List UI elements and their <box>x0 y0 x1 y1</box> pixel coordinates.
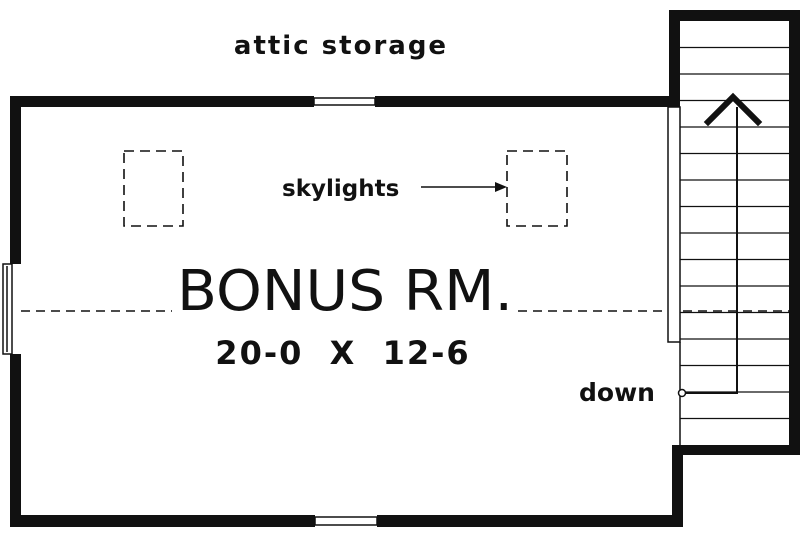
bottom-wall-right <box>377 515 683 527</box>
stair-wall-left <box>669 10 680 107</box>
bottom-wall-left <box>10 515 315 527</box>
window-left <box>2 263 13 355</box>
stair-start-dot <box>677 388 687 398</box>
room-name: BONUS RM. <box>177 259 513 324</box>
left-wall-lower <box>10 354 21 527</box>
window-top <box>313 97 376 106</box>
skylights-leader <box>421 182 507 192</box>
exterior-walls <box>10 10 800 527</box>
stair-down-label: down <box>579 378 655 407</box>
skylights <box>123 150 568 227</box>
skylight-left <box>123 150 184 227</box>
windows <box>2 97 378 526</box>
left-wall-upper <box>10 96 21 264</box>
arrow-path <box>686 107 738 394</box>
skylight-right <box>506 150 568 227</box>
stair-wall-bottom <box>672 445 800 455</box>
leader-arrowhead-icon <box>495 182 507 192</box>
stair-rail <box>667 106 681 343</box>
arrowhead-icon <box>703 92 763 127</box>
stair-direction-arrow <box>677 92 763 398</box>
skylights-label: skylights <box>282 176 399 202</box>
attic-storage-label: attic storage <box>234 31 448 61</box>
stair-treads <box>680 46 789 420</box>
top-wall-right <box>375 96 675 107</box>
room-dimensions: 20-0 X 12-6 <box>215 334 470 372</box>
stair-wall-top <box>669 10 799 21</box>
window-bottom <box>314 516 378 526</box>
stair-wall-right <box>789 10 800 455</box>
right-wall-lower <box>672 445 683 527</box>
top-wall-left <box>10 96 314 107</box>
